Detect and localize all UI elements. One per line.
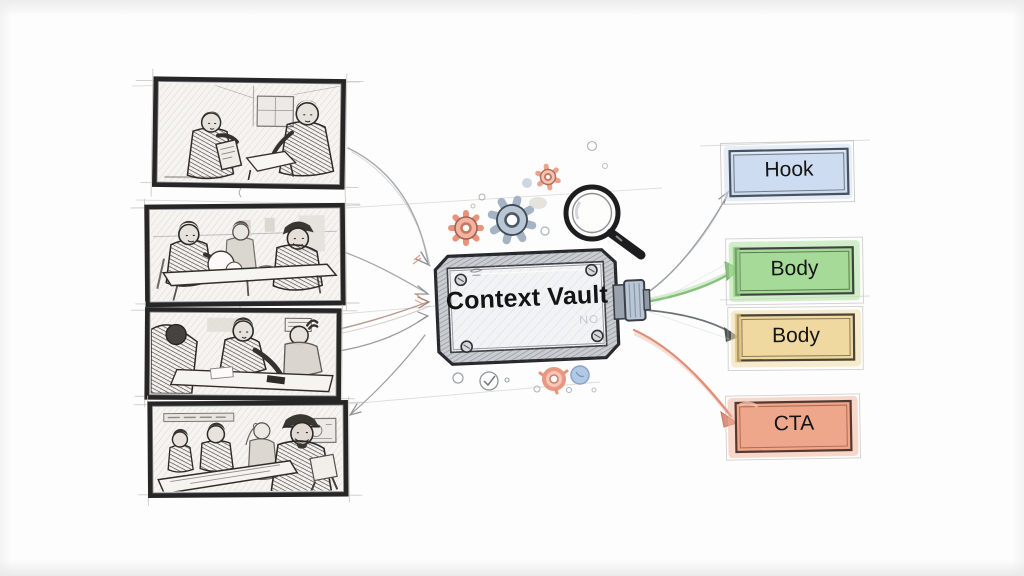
gear-icon	[538, 367, 569, 395]
output-box-cta	[725, 393, 862, 461]
edge-vault-body-yellow	[645, 309, 731, 333]
edge-panel4-vault	[331, 315, 428, 353]
output-label-body-yellow: Body	[771, 323, 821, 348]
plate-scribble	[470, 268, 483, 276]
gear-icon	[535, 163, 561, 191]
storyboard-panel-2	[130, 197, 361, 315]
output-label-cta: CTA	[773, 411, 815, 436]
context-vault-plate	[433, 248, 651, 366]
edge-panel1-vault	[347, 147, 429, 263]
edge-vault-cta	[632, 328, 733, 418]
edge-panel2-vault	[343, 251, 428, 294]
magnifier-icon	[563, 184, 646, 260]
output-edges	[632, 185, 741, 428]
edge-vault-panel4-down	[350, 334, 426, 415]
output-box-body-yellow	[727, 305, 864, 372]
output-box-hook	[719, 140, 856, 205]
gear-icon	[487, 195, 537, 245]
edge-panel3-vault	[334, 301, 429, 331]
scribble-marks	[412, 254, 424, 305]
edge-vault-body-green	[644, 272, 731, 304]
edge-vault-hook	[642, 195, 728, 297]
vault-knob	[612, 279, 651, 322]
check-circle-icon	[452, 365, 597, 395]
bubble-icon	[470, 140, 608, 236]
storyboard-panel-4	[133, 395, 364, 506]
storyboard-panel-3	[131, 301, 358, 408]
output-label-body-green: Body	[770, 256, 819, 281]
output-box-body-green	[725, 236, 864, 306]
storyboard-panel-1	[135, 68, 364, 198]
output-label-hook: Hook	[764, 157, 814, 182]
gear-icon	[448, 210, 484, 246]
plate-faint-mark	[579, 315, 598, 326]
